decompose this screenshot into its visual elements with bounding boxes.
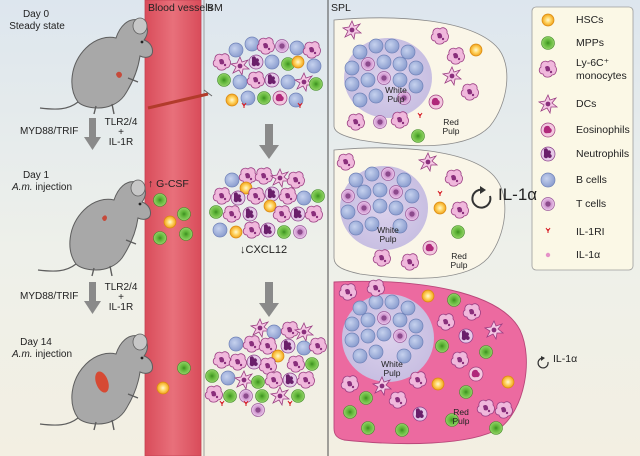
arrow-stage-2 xyxy=(84,282,101,314)
mouse-day0 xyxy=(39,17,213,115)
bm-cluster-day14 xyxy=(204,318,327,417)
legend-label-monocyte-2: monocytes xyxy=(576,70,627,82)
legend-label-mpp: MPPs xyxy=(576,37,605,49)
cxcl12-label: ↓CXCL12 xyxy=(240,244,288,256)
signal-2-receptor-a: TLR2/4 xyxy=(104,282,138,293)
signal-1-receptor-b: IL-1R xyxy=(108,137,134,148)
legend-box xyxy=(531,6,634,271)
stage-2-desc: A.m. injection xyxy=(12,349,73,360)
signal-2-adaptor: MYD88/TRIF xyxy=(20,291,79,302)
blood-vessel xyxy=(145,0,201,456)
legend-label-tcell: T cells xyxy=(576,198,607,210)
stage-0-day: Day 0 xyxy=(22,9,50,20)
signal-1-plus: + xyxy=(118,127,124,138)
signal-1-receptor-a: TLR2/4 xyxy=(104,117,138,128)
arrow-stage-1 xyxy=(84,118,101,150)
mouse-day1 xyxy=(37,179,152,277)
legend-label-il1a: IL-1α xyxy=(576,249,601,261)
legend-icons xyxy=(538,13,558,258)
il1a-arrow-large xyxy=(471,188,492,209)
mouse-day14 xyxy=(39,333,154,431)
bm-title: BM xyxy=(207,2,223,14)
stage-2-day: Day 14 xyxy=(20,337,52,348)
legend-label-eosinophil: Eosinophils xyxy=(576,124,630,136)
arrow-bm-1 xyxy=(259,124,279,159)
arrow-bm-2 xyxy=(259,282,279,317)
legend-label-il1r: IL-1RI xyxy=(576,226,605,238)
bm-cluster-day1 xyxy=(209,167,325,239)
bm-cluster-day0 xyxy=(212,36,323,109)
signal-2-plus: + xyxy=(118,292,124,303)
legend-label-neutrophil: Neutrophils xyxy=(576,148,630,160)
legend-label-monocyte-1: Ly-6C⁺ xyxy=(576,57,610,69)
spl-title: SPL xyxy=(331,2,351,14)
spleen-day1 xyxy=(333,147,506,279)
spleen-day14 xyxy=(333,279,527,445)
il1a-label-small: IL-1α xyxy=(553,353,578,365)
gcsf-label: ↑ G-CSF xyxy=(148,178,189,190)
spleen-day0 xyxy=(333,17,508,147)
legend-label-dc: DCs xyxy=(576,98,597,110)
stage-1-day: Day 1 xyxy=(22,170,50,181)
stage-1-desc: A.m. injection xyxy=(12,182,73,193)
il1a-label-large: IL-1α xyxy=(498,185,538,204)
vessel-title: Blood vessels xyxy=(148,2,213,14)
signal-2-receptor-b: IL-1R xyxy=(108,302,134,313)
stage-0-desc: Steady state xyxy=(9,21,65,32)
legend-label-hsc: HSCs xyxy=(576,14,604,26)
signal-1-adaptor: MYD88/TRIF xyxy=(20,126,79,137)
legend-label-bcell: B cells xyxy=(576,174,607,186)
